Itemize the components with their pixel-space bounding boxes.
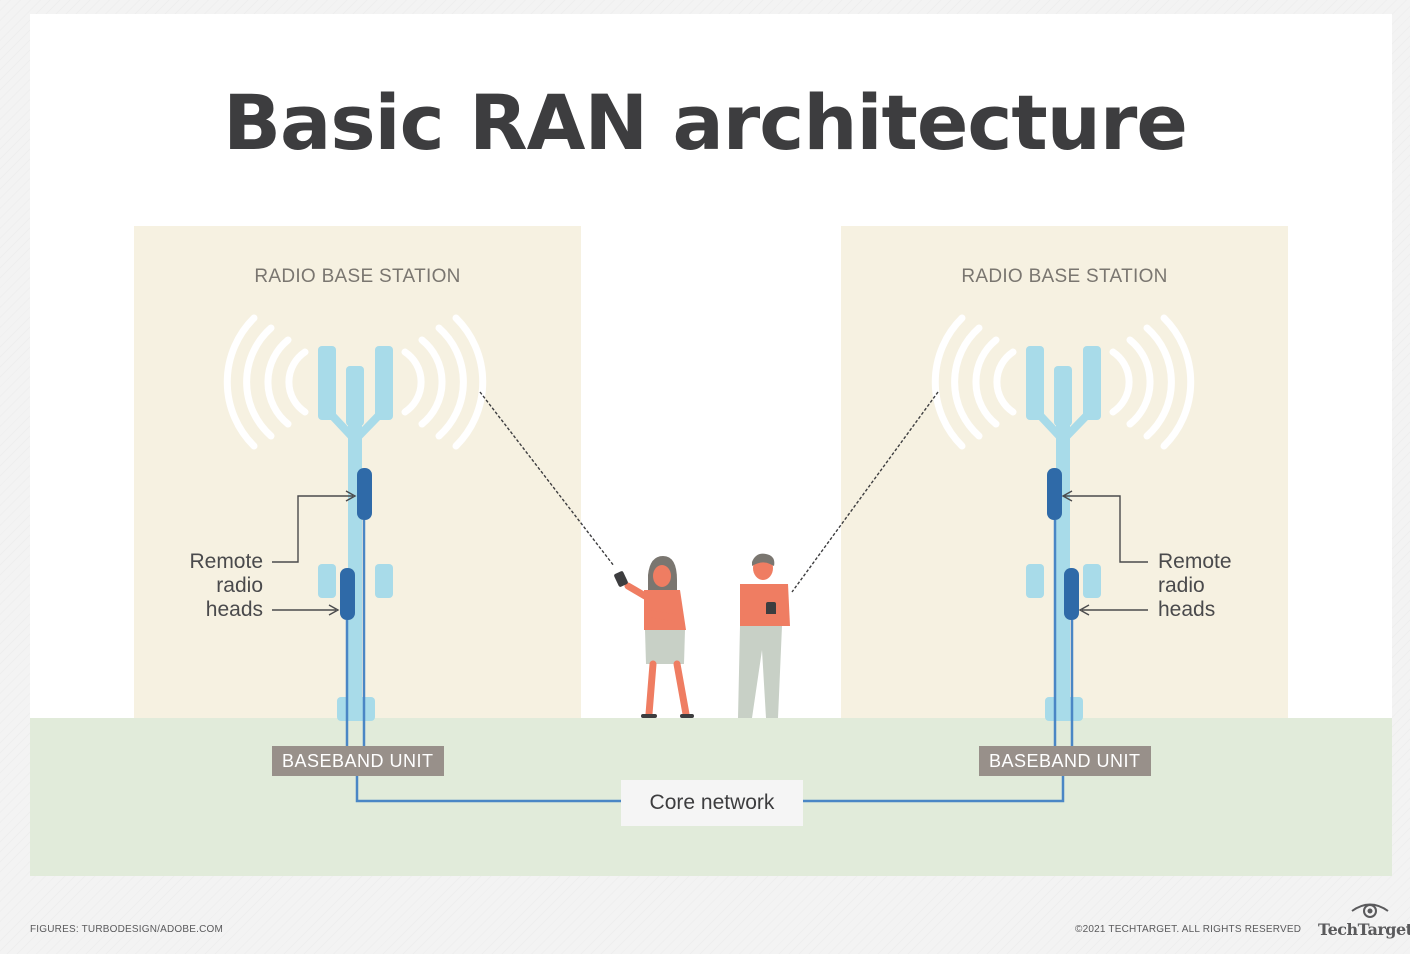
- left-remote-radio-heads: [340, 468, 372, 620]
- left-rrh-pointers: [272, 490, 357, 616]
- copyright-notice: ©2021 TECHTARGET. ALL RIGHTS RESERVED: [1075, 924, 1302, 935]
- right-fiber-cables: [1053, 520, 1074, 748]
- right-tower: [931, 314, 1195, 748]
- right-rrh-label-line-3: heads: [1158, 598, 1216, 621]
- right-rrh-label-line-2: radio: [1158, 574, 1205, 597]
- left-fiber-cables: [345, 520, 366, 748]
- figures-credit: FIGURES: TURBODESIGN/ADOBE.COM: [30, 924, 224, 935]
- left-rrh-label-line-3: heads: [205, 598, 263, 621]
- right-antenna-icon: [1026, 346, 1101, 721]
- techtarget-logo: TechTarget: [1318, 920, 1410, 939]
- right-signal-waves-icon: [931, 314, 1195, 450]
- right-station-label: RADIO BASE STATION: [961, 266, 1168, 287]
- diagram-title: Basic RAN architecture: [223, 78, 1188, 167]
- man-with-phone-icon: [738, 553, 790, 718]
- right-rrh-pointers: [1061, 490, 1148, 616]
- woman-with-phone-icon: [614, 556, 694, 718]
- core-network-links: [355, 776, 1065, 803]
- wireless-links: [479, 391, 939, 593]
- core-network-box: Core network: [621, 780, 803, 826]
- left-antenna-icon: [318, 346, 393, 721]
- left-station-label: RADIO BASE STATION: [254, 266, 461, 287]
- right-rrh-label: Remote radio heads: [1158, 550, 1278, 622]
- left-rrh-label: Remote radio heads: [150, 550, 263, 622]
- left-rrh-label-line-2: radio: [216, 574, 263, 597]
- right-baseband-unit: BASEBAND UNIT: [979, 746, 1151, 776]
- left-baseband-unit: BASEBAND UNIT: [272, 746, 444, 776]
- techtarget-eye-icon: [1351, 903, 1389, 918]
- left-tower: [223, 314, 487, 748]
- left-signal-waves-icon: [223, 314, 487, 450]
- right-rrh-label-line-1: Remote: [1158, 550, 1232, 573]
- right-remote-radio-heads: [1047, 468, 1079, 620]
- left-rrh-label-line-1: Remote: [189, 550, 263, 573]
